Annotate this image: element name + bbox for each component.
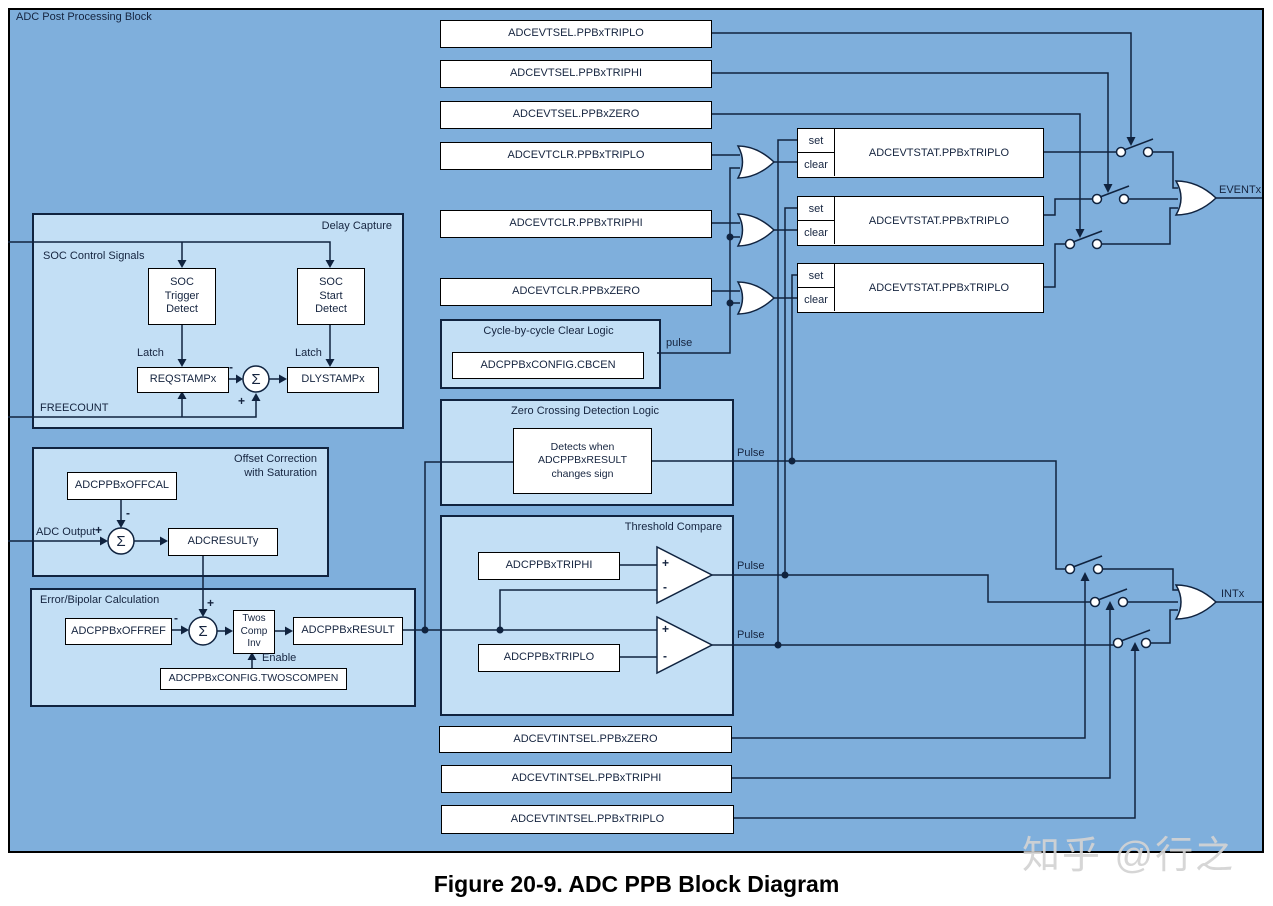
error-bipolar-title: Error/Bipolar Calculation	[40, 594, 160, 606]
enable-label: Enable	[262, 652, 297, 664]
latch-evtstat-triplo: set clear ADCEVTSTAT.PPBxTRIPLO	[797, 128, 1044, 178]
latch-label: ADCEVTSTAT.PPBxTRIPLO	[868, 215, 1010, 227]
reg-adcevtsel-triphi: ADCEVTSEL.PPBxTRIPHI	[440, 60, 712, 88]
latch-clear-cell: clear	[798, 287, 835, 311]
latch-label: ADCEVTSTAT.PPBxTRIPLO	[868, 282, 1010, 294]
intx-output-label: INTx	[1221, 588, 1245, 600]
reg-adcevtintsel-zero: ADCEVTINTSEL.PPBxZERO	[439, 726, 732, 753]
latch-label-left: Latch	[137, 347, 164, 359]
triphi-box: ADCPPBxTRIPHI	[478, 552, 620, 580]
offset-minus-sign: -	[126, 506, 130, 520]
error-minus-sign: -	[174, 611, 178, 625]
adcppbxresult-box: ADCPPBxRESULT	[293, 617, 403, 645]
comp-hi-plus: +	[662, 556, 670, 570]
comp-hi-minus: -	[663, 580, 667, 594]
reg-adcevtintsel-triphi: ADCEVTINTSEL.PPBxTRIPHI	[441, 765, 732, 793]
latch-label: ADCEVTSTAT.PPBxTRIPLO	[868, 147, 1010, 159]
adcresulty-box: ADCRESULTy	[168, 528, 278, 556]
threshold-compare-panel	[440, 515, 734, 716]
reg-adcevtsel-triplo: ADCEVTSEL.PPBxTRIPLO	[440, 20, 712, 48]
reqstamp-box: REQSTAMPx	[137, 367, 229, 393]
latch-evtstat-zero: set clear ADCEVTSTAT.PPBxTRIPLO	[797, 263, 1044, 313]
reg-adcevtclr-zero: ADCEVTCLR.PPBxZERO	[440, 278, 712, 306]
error-plus-sign: +	[207, 596, 215, 610]
latch-evtstat-triphi: set clear ADCEVTSTAT.PPBxTRIPLO	[797, 196, 1044, 246]
soc-start-detect-box: SOC Start Detect	[297, 268, 365, 325]
pulse-label-cbc: pulse	[666, 337, 693, 349]
freecount-label: FREECOUNT	[40, 402, 109, 414]
latch-set-cell: set	[798, 197, 835, 220]
delay-plus-sign: +	[238, 394, 246, 408]
sigma-offset-label: Σ	[116, 533, 126, 550]
zero-crossing-title: Zero Crossing Detection Logic	[511, 405, 659, 417]
pulse-label-triplo: Pulse	[737, 629, 765, 641]
triplo-box: ADCPPBxTRIPLO	[478, 644, 620, 672]
latch-set-cell: set	[798, 264, 835, 287]
dlystamp-box: DLYSTAMPx	[287, 367, 379, 393]
latch-clear-cell: clear	[798, 220, 835, 244]
offset-correction-title: Offset Correction with Saturation	[234, 453, 317, 480]
offset-correction-panel	[32, 447, 329, 577]
latch-set-cell: set	[798, 129, 835, 152]
cbcen-box: ADCPPBxCONFIG.CBCEN	[452, 352, 644, 379]
pulse-label-triphi: Pulse	[737, 560, 765, 572]
reg-adcevtclr-triphi: ADCEVTCLR.PPBxTRIPHI	[440, 210, 712, 238]
sigma-error-label: Σ	[198, 623, 208, 640]
comp-lo-minus: -	[663, 649, 667, 663]
delay-capture-title: Delay Capture	[321, 220, 392, 232]
cbc-title: Cycle-by-cycle Clear Logic	[483, 325, 614, 337]
figure-caption: Figure 20-9. ADC PPB Block Diagram	[433, 871, 840, 897]
reg-adcevtsel-zero: ADCEVTSEL.PPBxZERO	[440, 101, 712, 129]
sigma-delay-label: Σ	[251, 371, 261, 388]
reg-adcevtintsel-triplo: ADCEVTINTSEL.PPBxTRIPLO	[441, 805, 734, 834]
reg-adcevtclr-triplo: ADCEVTCLR.PPBxTRIPLO	[440, 142, 712, 170]
soc-trigger-detect-box: SOC Trigger Detect	[148, 268, 216, 325]
offref-box: ADCPPBxOFFREF	[65, 618, 172, 645]
offset-plus-sign: +	[95, 523, 103, 537]
eventx-output-label: EVENTx	[1219, 184, 1262, 196]
twoscompen-box: ADCPPBxCONFIG.TWOSCOMPEN	[160, 668, 347, 690]
delay-minus-sign: -	[229, 360, 233, 374]
latch-clear-cell: clear	[798, 152, 835, 176]
soc-control-signals-label: SOC Control Signals	[43, 250, 145, 262]
pulse-label-zero: Pulse	[737, 447, 765, 459]
twos-comp-inv-box: Twos Comp Inv	[233, 610, 275, 654]
offcal-box: ADCPPBxOFFCAL	[67, 472, 177, 500]
adc-output-label: ADC Output	[36, 526, 96, 538]
block-title: ADC Post Processing Block	[16, 11, 152, 23]
watermark: 知乎 @行之	[1022, 835, 1236, 877]
latch-label-right: Latch	[295, 347, 322, 359]
zero-cross-detect-box: Detects when ADCPPBxRESULT changes sign	[513, 428, 652, 494]
threshold-compare-title: Threshold Compare	[624, 521, 722, 533]
comp-lo-plus: +	[662, 622, 670, 636]
